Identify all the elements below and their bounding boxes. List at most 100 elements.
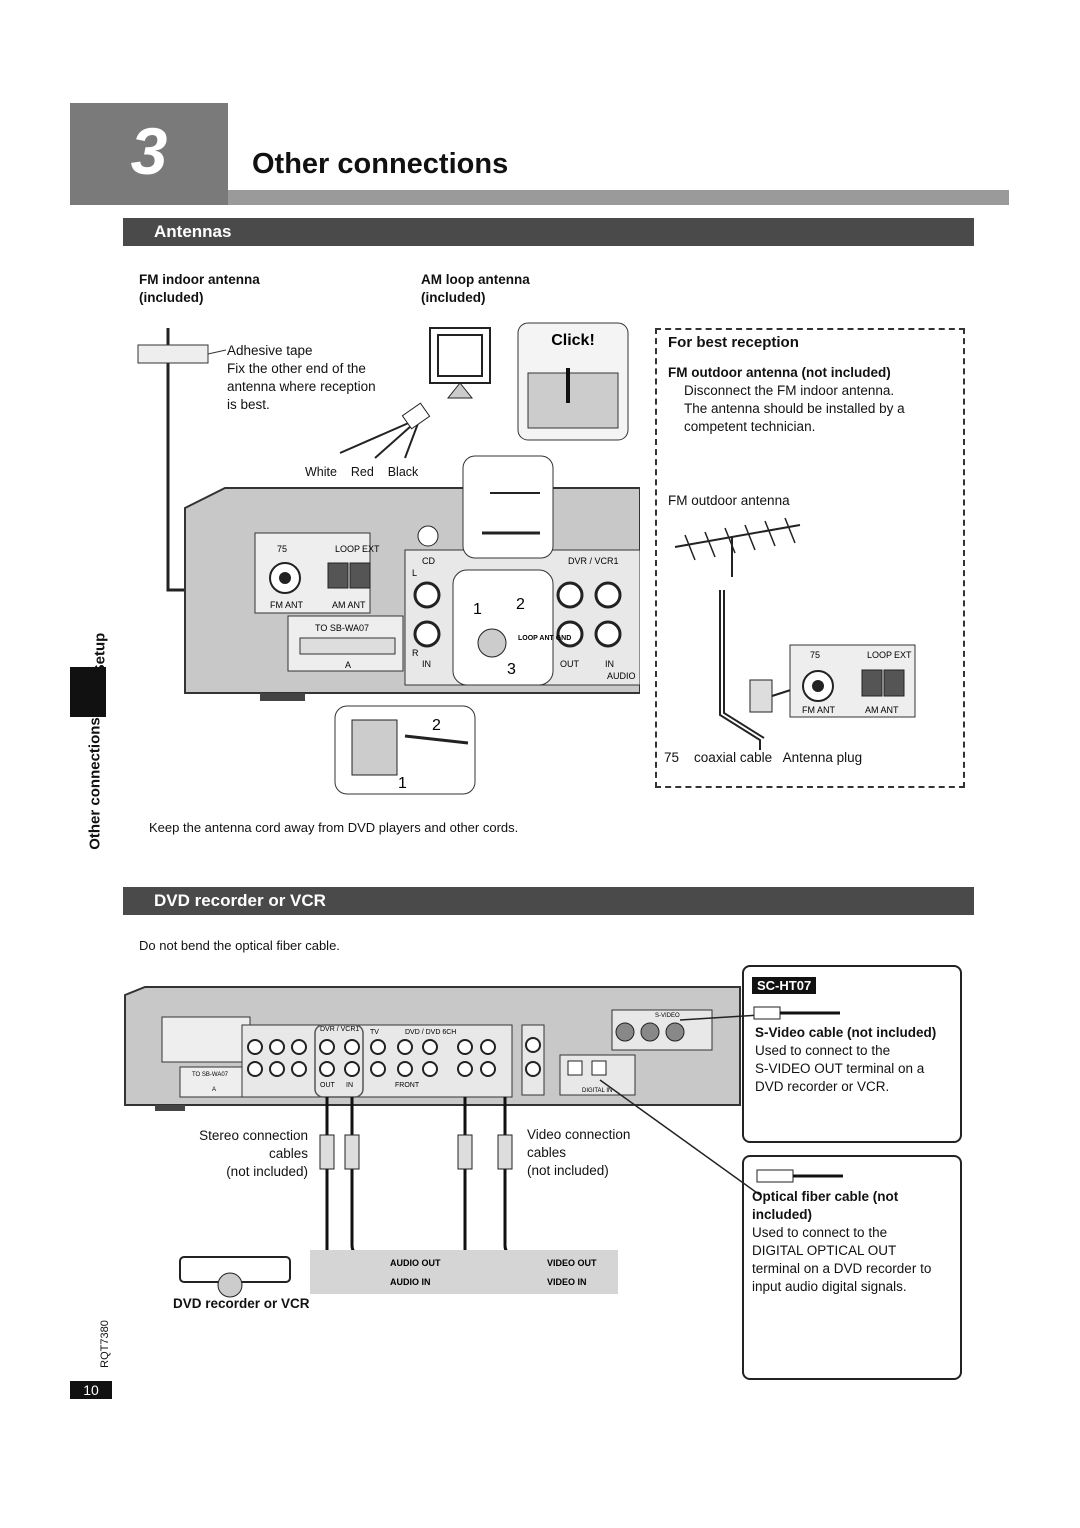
audio-out-port: AUDIO OUT (390, 1258, 441, 1268)
svideo-cable-icon (753, 1006, 840, 1020)
am-ant-terminal-2 (349, 562, 371, 589)
receiver-foot (260, 693, 305, 701)
ohm-cable-label: 75 (664, 750, 680, 765)
doc-code: RQT7380 (99, 1320, 111, 1368)
wire-strip-inset (462, 455, 554, 559)
to-sb-small: TO SB-WA07 (192, 1072, 229, 1078)
fix-note-line2: antenna where reception (227, 379, 376, 394)
svideo-jack-1 (615, 1022, 635, 1042)
video-line1: Video connection (527, 1127, 631, 1142)
dvr-out-jack-r (556, 620, 584, 648)
ext-label: EXT (362, 544, 380, 554)
video-line3: (not included) (527, 1163, 609, 1178)
svideo-line2: S-VIDEO OUT terminal on a (755, 1061, 925, 1076)
cd-jack-r (413, 620, 441, 648)
coaxial-cable (719, 590, 761, 750)
video-out-port: VIDEO OUT (547, 1258, 597, 1268)
optical-plug-icon (756, 1169, 794, 1183)
l-label: L (412, 568, 417, 578)
optical-line4: input audio digital signals. (752, 1279, 907, 1294)
video-cables-label: Video connection cables (not included) (527, 1126, 630, 1180)
coaxial-cable-2 (723, 590, 765, 739)
wire-white-label: White (305, 465, 337, 479)
tv-label-small: TV (370, 1029, 379, 1036)
wire-white (339, 417, 421, 454)
sb-panel-small (179, 1066, 251, 1098)
step-2-label: 2 (516, 596, 525, 613)
cd-jack-l (413, 581, 441, 609)
stereo-cables-label: Stereo connection cables (not included) (190, 1127, 308, 1181)
fm-ant-label-2: FM ANT (802, 705, 836, 715)
fm-indoor-line1: FM indoor antenna (139, 272, 260, 287)
svideo-callout-line (679, 1014, 760, 1021)
audio-panel-small (241, 1024, 513, 1098)
am-ant-label: AM ANT (332, 600, 366, 610)
am-loop-stand (446, 382, 474, 399)
adhesive-tape-pointer (207, 349, 227, 355)
loop-label: LOOP (335, 544, 360, 554)
stereo-line2: cables (268, 1146, 308, 1161)
video-cables (463, 1097, 545, 1265)
receiver-foot-2 (155, 1105, 185, 1111)
fm-outdoor-antenna-illustration: 75 LOOP EXT FM ANT AM ANT (674, 517, 916, 750)
video-jack-2 (525, 1061, 541, 1077)
keep-antenna-note: Keep the antenna cord away from DVD play… (149, 820, 519, 835)
screw-knob-icon (477, 628, 507, 658)
audio-in-port: AUDIO IN (390, 1277, 431, 1287)
a-small: A (212, 1087, 216, 1093)
fm-ant-label: FM ANT (270, 600, 304, 610)
model-badge: SC-HT07 (752, 977, 817, 994)
svideo-label-small: S-VIDEO (655, 1013, 680, 1019)
fix-note-line1: Fix the other end of the (227, 361, 366, 376)
dvd-disc-icon (217, 1272, 243, 1298)
optical-jack-2 (591, 1060, 607, 1076)
page-title: Other connections (252, 148, 509, 180)
rca-plugs (319, 1134, 513, 1170)
cable-labels: 75 coaxial cable Antenna plug (664, 749, 862, 767)
svideo-jack-3 (665, 1022, 685, 1042)
fix-note: Fix the other end of the antenna where r… (227, 360, 376, 414)
svideo-text: Used to connect to the S-VIDEO OUT termi… (755, 1042, 924, 1096)
svideo-line1: Used to connect to the (755, 1043, 891, 1058)
video-in-port: VIDEO IN (547, 1277, 587, 1287)
svideo-title: S-Video cable (not included) (755, 1025, 937, 1040)
fix-note-line3: is best. (227, 397, 270, 412)
antenna-boom (674, 524, 801, 548)
wire-clip-icon (401, 402, 431, 430)
antennas-heading: Antennas (123, 218, 974, 246)
antenna-panel-small (161, 1016, 251, 1063)
recorder-ports-panel (310, 1250, 618, 1294)
out-label: OUT (560, 659, 580, 669)
loop-ant-gnd-label: LOOP ANT GND (518, 635, 571, 642)
antenna-connection-illustration: Click! 75 LOOP EXT FM ANT AM ANT TO SB-W… (137, 322, 640, 795)
am-loop-line1: AM loop antenna (421, 272, 530, 287)
optical-text: Used to connect to the DIGITAL OPTICAL O… (752, 1224, 931, 1296)
best-reception-line2: The antenna should be installed by a (684, 401, 905, 416)
fm-indoor-antenna-label: FM indoor antenna (included) (139, 271, 260, 307)
to-sb-label: TO SB-WA07 (315, 623, 369, 633)
adhesive-tape-label: Adhesive tape (227, 343, 313, 358)
adhesive-tape-icon (137, 344, 209, 364)
wire-black-label: Black (387, 465, 419, 479)
optical-info-box (742, 1155, 962, 1380)
sidebar-setup: Setup (91, 632, 109, 675)
optical-jack-1 (567, 1060, 583, 1076)
video-line2: cables (527, 1145, 567, 1160)
wire-color-labels: White Red Black (305, 465, 418, 479)
am-loop-line2: (included) (421, 290, 486, 305)
step-1-label: 1 (473, 601, 482, 618)
wire-red-label: Red (350, 465, 374, 479)
best-reception-text: Disconnect the FM indoor antenna. The an… (684, 382, 905, 436)
video-panel (521, 1024, 545, 1096)
in-label: IN (422, 659, 431, 669)
antenna-plug-label: Antenna plug (782, 750, 863, 765)
am-ant-label-2: AM ANT (865, 705, 899, 715)
ext-label-2: EXT (894, 650, 912, 660)
audio-label: AUDIO (607, 671, 636, 681)
optical-title: Optical fiber cable (not included) (752, 1188, 898, 1224)
antenna-plug-icon (749, 679, 773, 713)
fm-outdoor-subheading: FM outdoor antenna (not included) (668, 365, 891, 380)
loop-ant-gnd-screw (417, 525, 439, 547)
svideo-info-box (742, 965, 962, 1143)
best-reception-line3: competent technician. (684, 419, 816, 434)
